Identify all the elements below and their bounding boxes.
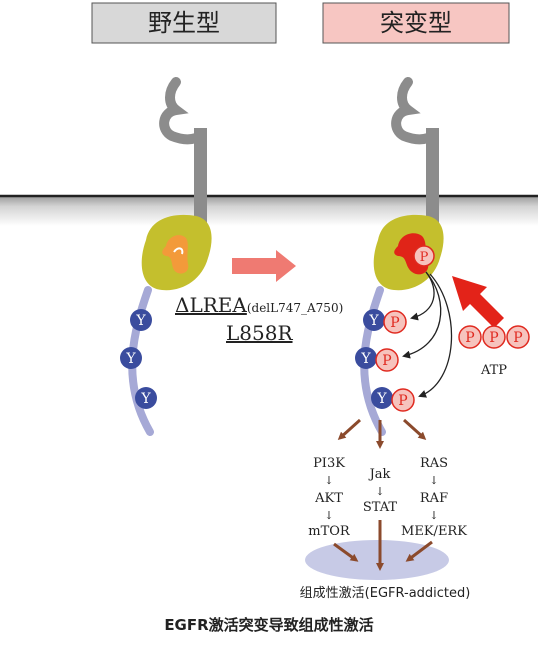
pathway-node: PI3K (313, 456, 345, 471)
atp-phosphates: P P P (458, 325, 530, 349)
pathway-jak: Jak ↓ STAT (363, 467, 398, 515)
atp-arrow (452, 276, 504, 328)
pathway-node: MEK/ERK (401, 524, 467, 539)
tyrosine-label: Y (135, 313, 146, 329)
atp-binding-pocket (162, 235, 189, 274)
transmembrane-domain (194, 128, 207, 230)
phospho-label: P (398, 393, 407, 409)
tyrosine-2: Y (120, 347, 142, 369)
mutation-deletion-detail: (delL747_A750) (247, 301, 343, 315)
phospho-label: P (513, 330, 522, 346)
pathway-node: RAF (420, 491, 448, 506)
figure-caption: EGFR激活突变导致组成性激活 (164, 616, 373, 634)
mutant-label: 突变型 (380, 9, 452, 37)
arrow-converge-left (333, 542, 359, 562)
extracellular-domain (391, 77, 433, 145)
pathway-node: mTOR (308, 524, 351, 539)
phospho-tyrosine-3: Y P (371, 387, 415, 412)
phospho-label: P (382, 353, 391, 369)
phospho-label: P (489, 330, 498, 346)
tyrosine-label: Y (368, 313, 379, 329)
pocket-highlight (173, 247, 184, 255)
wild-type-label-box (91, 2, 277, 44)
pathway-ras: RAS ↓ RAF ↓ MEK/ERK (401, 456, 467, 539)
arrow-to-ras (402, 418, 427, 441)
arrow-to-pi3k (337, 418, 362, 441)
phospho-label: P (465, 330, 474, 346)
pathway-arrow: ↓ (429, 474, 438, 487)
mutation-point-label: L858R (226, 321, 293, 345)
pathway-pi3k: PI3K ↓ AKT ↓ mTOR (308, 456, 351, 539)
mutant-label-box (322, 2, 510, 44)
phospho-tyrosine-1: Y P (363, 309, 407, 334)
phospho-label: P (390, 315, 399, 331)
pathway-node: AKT (314, 491, 343, 506)
mutation-arrow (232, 250, 296, 282)
tyrosine-3: Y (135, 387, 157, 409)
extracellular-domain (159, 77, 201, 145)
phospho-kinase: P (413, 245, 435, 267)
phospho-tyrosine-2: Y P (355, 347, 399, 372)
tyrosine-1: Y (130, 309, 152, 331)
atp-label: ATP (480, 363, 507, 378)
tyrosine-label: Y (125, 351, 136, 367)
pathway-arrow: ↓ (324, 474, 333, 487)
transfer-arrow-3 (418, 273, 453, 398)
phospho-label: P (420, 250, 429, 265)
wild-type-receptor: Y Y Y (120, 77, 212, 436)
pathway-node: RAS (420, 456, 448, 471)
pathway-node: STAT (363, 500, 398, 515)
cell-membrane (0, 196, 538, 226)
arrow-converge-right (405, 540, 433, 562)
mutant-receptor: P Y P Y P Y P (355, 77, 453, 436)
mutation-deletion-main: ΔLREA (175, 293, 247, 317)
pathway-node: Jak (368, 467, 391, 482)
pathway-arrow: ↓ (324, 509, 333, 522)
pathway-arrow: ↓ (375, 485, 384, 498)
wild-type-label: 野生型 (148, 9, 220, 37)
tyrosine-label: Y (376, 391, 387, 407)
outcome-label: 组成性激活(EGFR-addicted) (300, 586, 471, 601)
transmembrane-domain (426, 128, 439, 230)
pathway-arrow: ↓ (429, 509, 438, 522)
transfer-arrow-2 (402, 271, 442, 359)
tyrosine-label: Y (360, 351, 371, 367)
tyrosine-label: Y (140, 391, 151, 407)
mutation-deletion-label: ΔLREA(delL747_A750) (175, 293, 343, 317)
